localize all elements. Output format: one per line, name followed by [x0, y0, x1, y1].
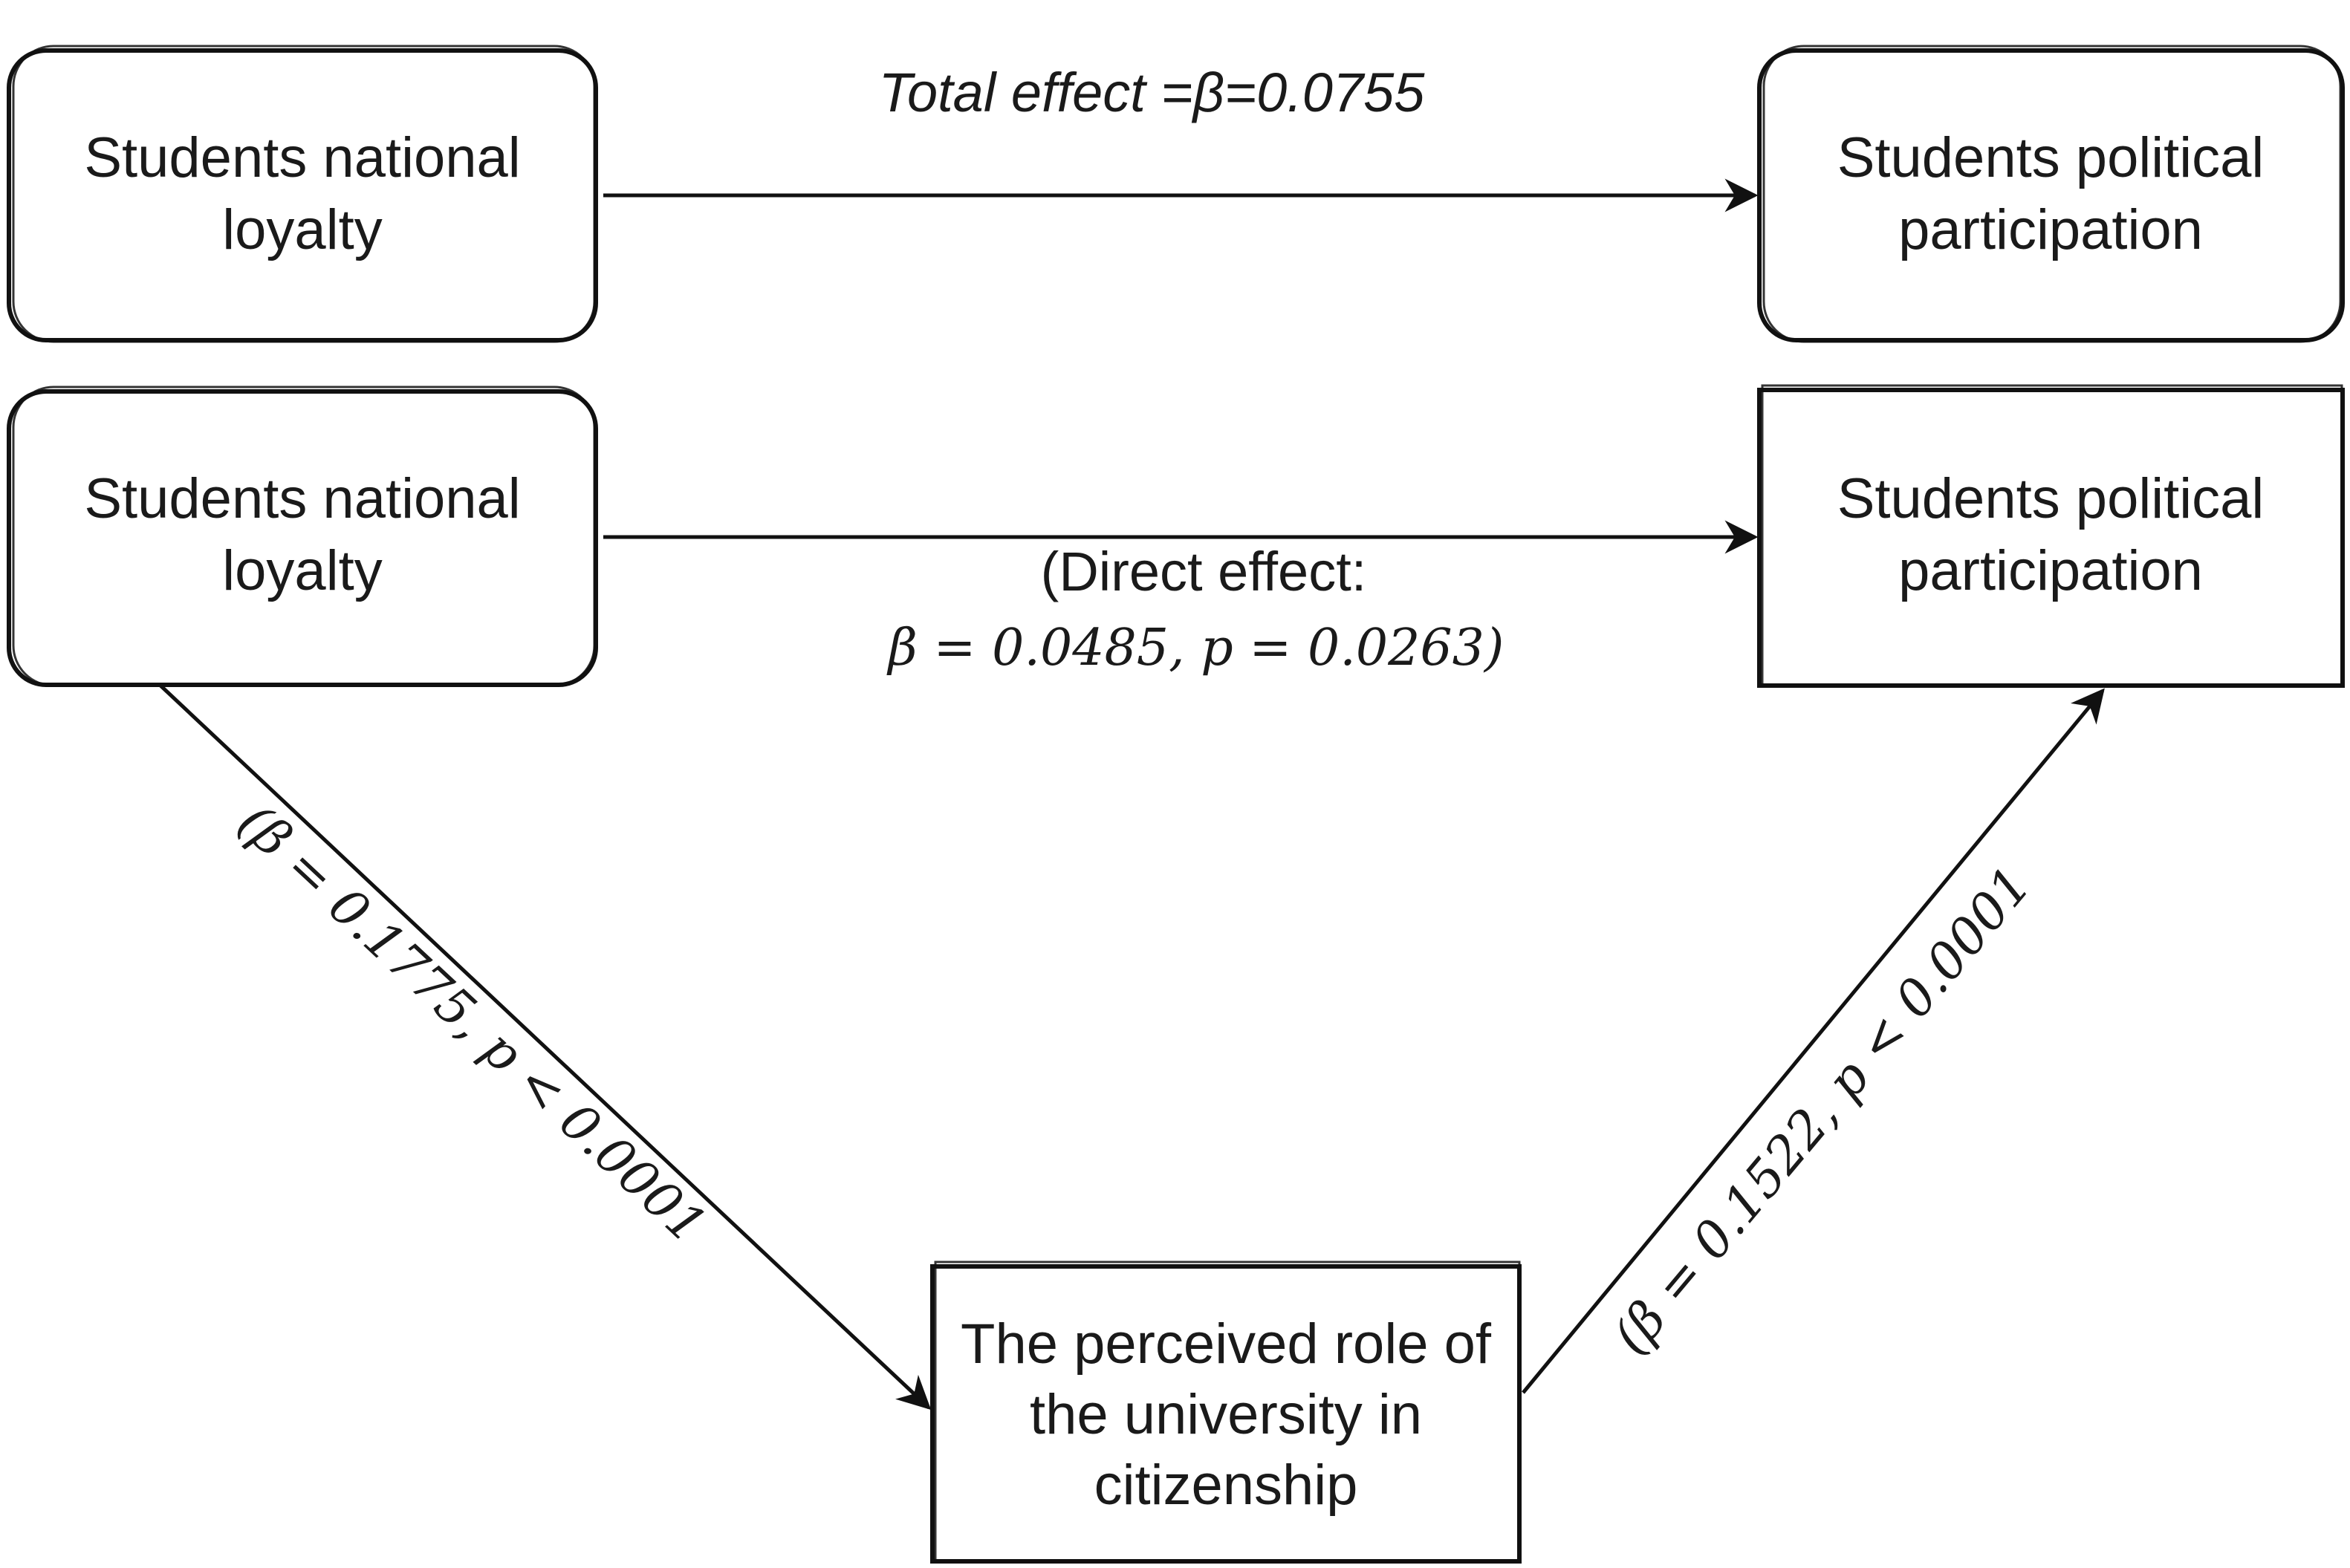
- edge-label-total-effect: Total effect =β=0.0755: [879, 62, 1426, 123]
- node-label-line: participation: [1898, 198, 2203, 261]
- node-label-line: loyalty: [222, 539, 382, 602]
- edge-label-direct-effect-line1: (Direct effect:: [1041, 541, 1367, 602]
- node-label-line: the university in: [1030, 1383, 1422, 1446]
- node-label-line: The perceived role of: [961, 1312, 1492, 1376]
- node-label-line: Students political: [1837, 467, 2265, 530]
- edge-label-direct-effect-line2: β = 0.0485, p = 0.0263): [886, 619, 1505, 677]
- node-label-line: Students national: [84, 126, 520, 189]
- node-political-participation-bottom: Students political participation: [1757, 384, 2345, 688]
- node-national-loyalty-top: Students national loyalty: [7, 45, 598, 343]
- node-national-loyalty-bottom: Students national loyalty: [7, 386, 598, 687]
- node-political-participation-top: Students political participation: [1757, 45, 2345, 343]
- node-mediator-university-role: The perceived role of the university in …: [930, 1260, 1522, 1564]
- node-label-line: loyalty: [222, 198, 382, 261]
- node-label-line: participation: [1898, 539, 2203, 602]
- edge-label-path-a: (β = 0.1775, p < 0.0001: [227, 793, 717, 1255]
- node-label-line: citizenship: [1094, 1454, 1358, 1517]
- edge-path-a: [158, 683, 932, 1411]
- edge-path-b: [1522, 688, 2105, 1394]
- node-label-line: Students political: [1837, 126, 2265, 189]
- edge-label-path-b: (β = 0.1522, p < 0.0001: [1602, 856, 2042, 1366]
- node-label-line: Students national: [84, 467, 520, 530]
